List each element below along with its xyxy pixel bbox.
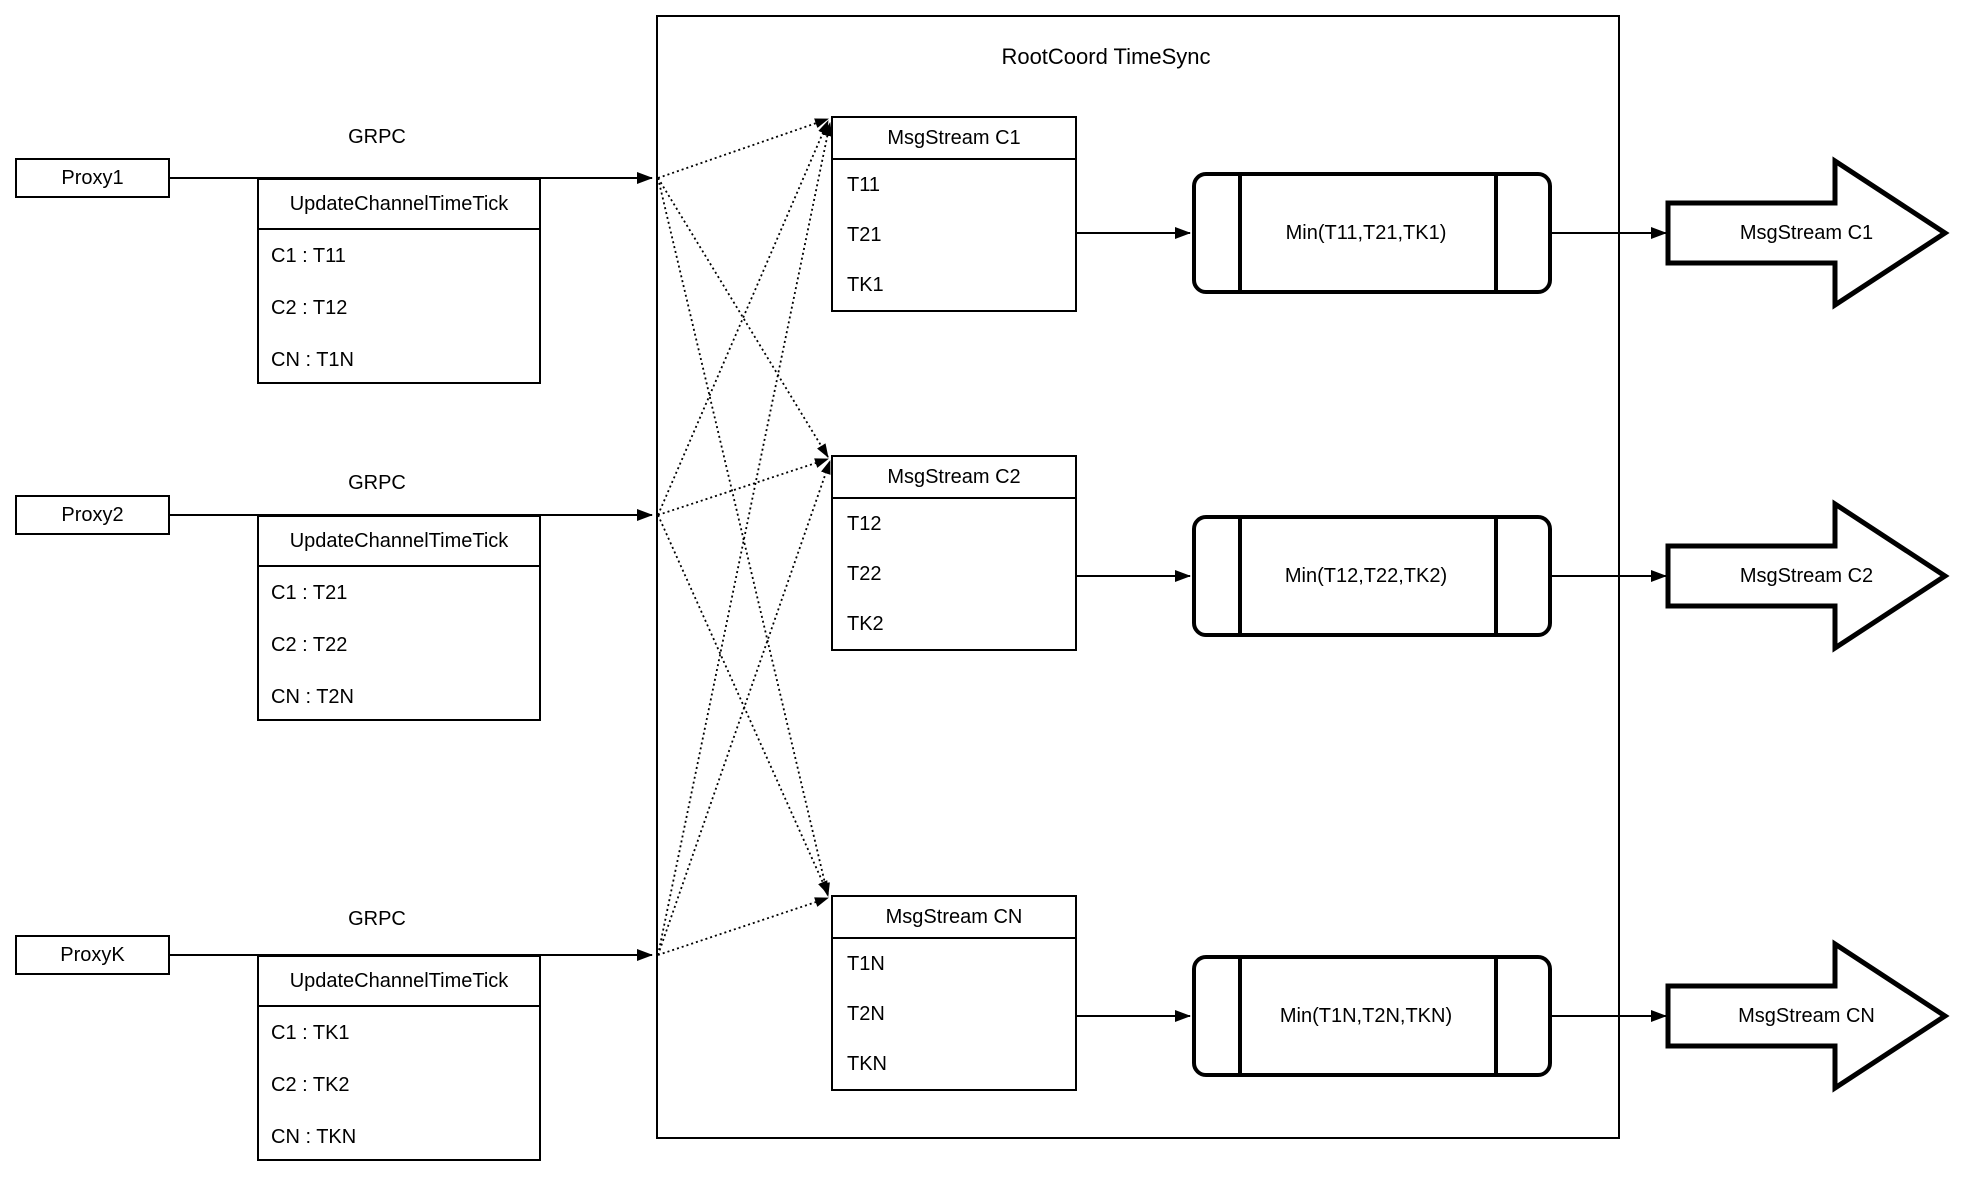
min-node-c1: Min(T11,T21,TK1) (1192, 172, 1552, 294)
table-row: C1 : T21 (271, 582, 348, 604)
table-row: C2 : T22 (271, 634, 348, 656)
table-header: MsgStream CN (833, 897, 1075, 939)
table-row: CN : T2N (271, 686, 354, 708)
table-row: T22 (847, 562, 882, 585)
table-row: TK2 (847, 612, 884, 635)
update-channel-timetick-table-2: UpdateChannelTimeTick C1 : T21 C2 : T22 … (257, 515, 541, 721)
table-row: T12 (847, 512, 882, 535)
table-row: TK1 (847, 273, 884, 296)
grpc-label-3: GRPC (348, 908, 406, 930)
msgstream-c2-table: MsgStream C2 T12 T22 TK2 (831, 455, 1077, 651)
output-msgstream-c2-label: MsgStream C2 (1739, 565, 1874, 587)
proxy1-box: Proxy1 (15, 158, 170, 198)
table-header: MsgStream C1 (833, 118, 1075, 160)
table-row: C1 : TK1 (271, 1022, 350, 1044)
table-row: T11 (847, 173, 880, 196)
rootcoord-timesync-title: RootCoord TimeSync (1001, 44, 1211, 69)
table-header: UpdateChannelTimeTick (259, 517, 539, 567)
proxyk-label: ProxyK (60, 943, 125, 966)
proxyk-box: ProxyK (15, 935, 170, 975)
table-header: UpdateChannelTimeTick (259, 180, 539, 230)
min-expression: Min(T1N,T2N,TKN) (1279, 1004, 1453, 1027)
table-row: C2 : TK2 (271, 1074, 350, 1096)
divider-line (1238, 176, 1242, 290)
table-row: CN : TKN (271, 1126, 357, 1148)
table-row: CN : T1N (271, 349, 354, 371)
output-msgstream-cn-label: MsgStream CN (1738, 1005, 1875, 1027)
min-expression: Min(T12,T22,TK2) (1284, 564, 1448, 587)
divider-line (1494, 959, 1498, 1073)
grpc-label-2: GRPC (348, 472, 406, 494)
proxy2-box: Proxy2 (15, 495, 170, 535)
table-row: T1N (847, 952, 885, 975)
grpc-label-1: GRPC (348, 126, 406, 148)
update-channel-timetick-table-1: UpdateChannelTimeTick C1 : T11 C2 : T12 … (257, 178, 541, 384)
output-msgstream-c1-label: MsgStream C1 (1739, 222, 1874, 244)
update-channel-timetick-table-3: UpdateChannelTimeTick C1 : TK1 C2 : TK2 … (257, 955, 541, 1161)
table-header: MsgStream C2 (833, 457, 1075, 499)
min-node-c2: Min(T12,T22,TK2) (1192, 515, 1552, 637)
divider-line (1238, 959, 1242, 1073)
divider-line (1238, 519, 1242, 633)
table-header: UpdateChannelTimeTick (259, 957, 539, 1007)
msgstream-cn-table: MsgStream CN T1N T2N TKN (831, 895, 1077, 1091)
msgstream-c1-table: MsgStream C1 T11 T21 TK1 (831, 116, 1077, 312)
divider-line (1494, 519, 1498, 633)
min-expression: Min(T11,T21,TK1) (1285, 221, 1447, 244)
divider-line (1494, 176, 1498, 290)
table-row: TKN (847, 1052, 887, 1075)
rootcoord-timesync-box (656, 15, 1620, 1139)
table-row: T21 (847, 223, 882, 246)
table-row: T2N (847, 1002, 885, 1025)
table-row: C1 : T11 (271, 245, 346, 267)
min-node-cn: Min(T1N,T2N,TKN) (1192, 955, 1552, 1077)
proxy2-label: Proxy2 (61, 503, 124, 526)
proxy1-label: Proxy1 (61, 166, 124, 189)
table-row: C2 : T12 (271, 297, 348, 319)
